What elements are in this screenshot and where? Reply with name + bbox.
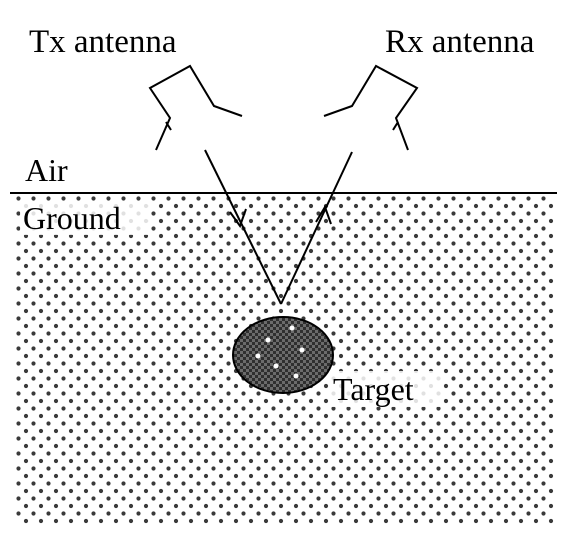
tx-antenna-icon xyxy=(148,64,243,151)
target-highlight xyxy=(255,353,261,359)
rx-antenna-stub xyxy=(392,121,399,131)
target-highlight xyxy=(289,325,295,331)
target-highlight xyxy=(265,337,271,343)
ground-label: Ground xyxy=(23,200,121,236)
tx-antenna-label: Tx antenna xyxy=(29,24,177,60)
air-label: Air xyxy=(25,152,68,188)
reflected-arrowhead xyxy=(315,204,332,225)
tx-antenna-stub xyxy=(165,121,172,131)
reflected-ray xyxy=(280,151,353,305)
ground-label-bg xyxy=(20,201,148,235)
rx-antenna-label: Rx antenna xyxy=(385,24,535,60)
incident-arrowhead xyxy=(229,208,247,229)
target-highlight xyxy=(293,373,299,379)
target-highlight xyxy=(299,347,305,353)
incident-ray xyxy=(204,149,282,305)
target-highlight xyxy=(273,363,279,369)
target-label-bg xyxy=(330,371,442,407)
target-label: Target xyxy=(333,371,414,407)
target-object xyxy=(232,316,334,394)
rx-antenna-icon xyxy=(323,64,419,151)
